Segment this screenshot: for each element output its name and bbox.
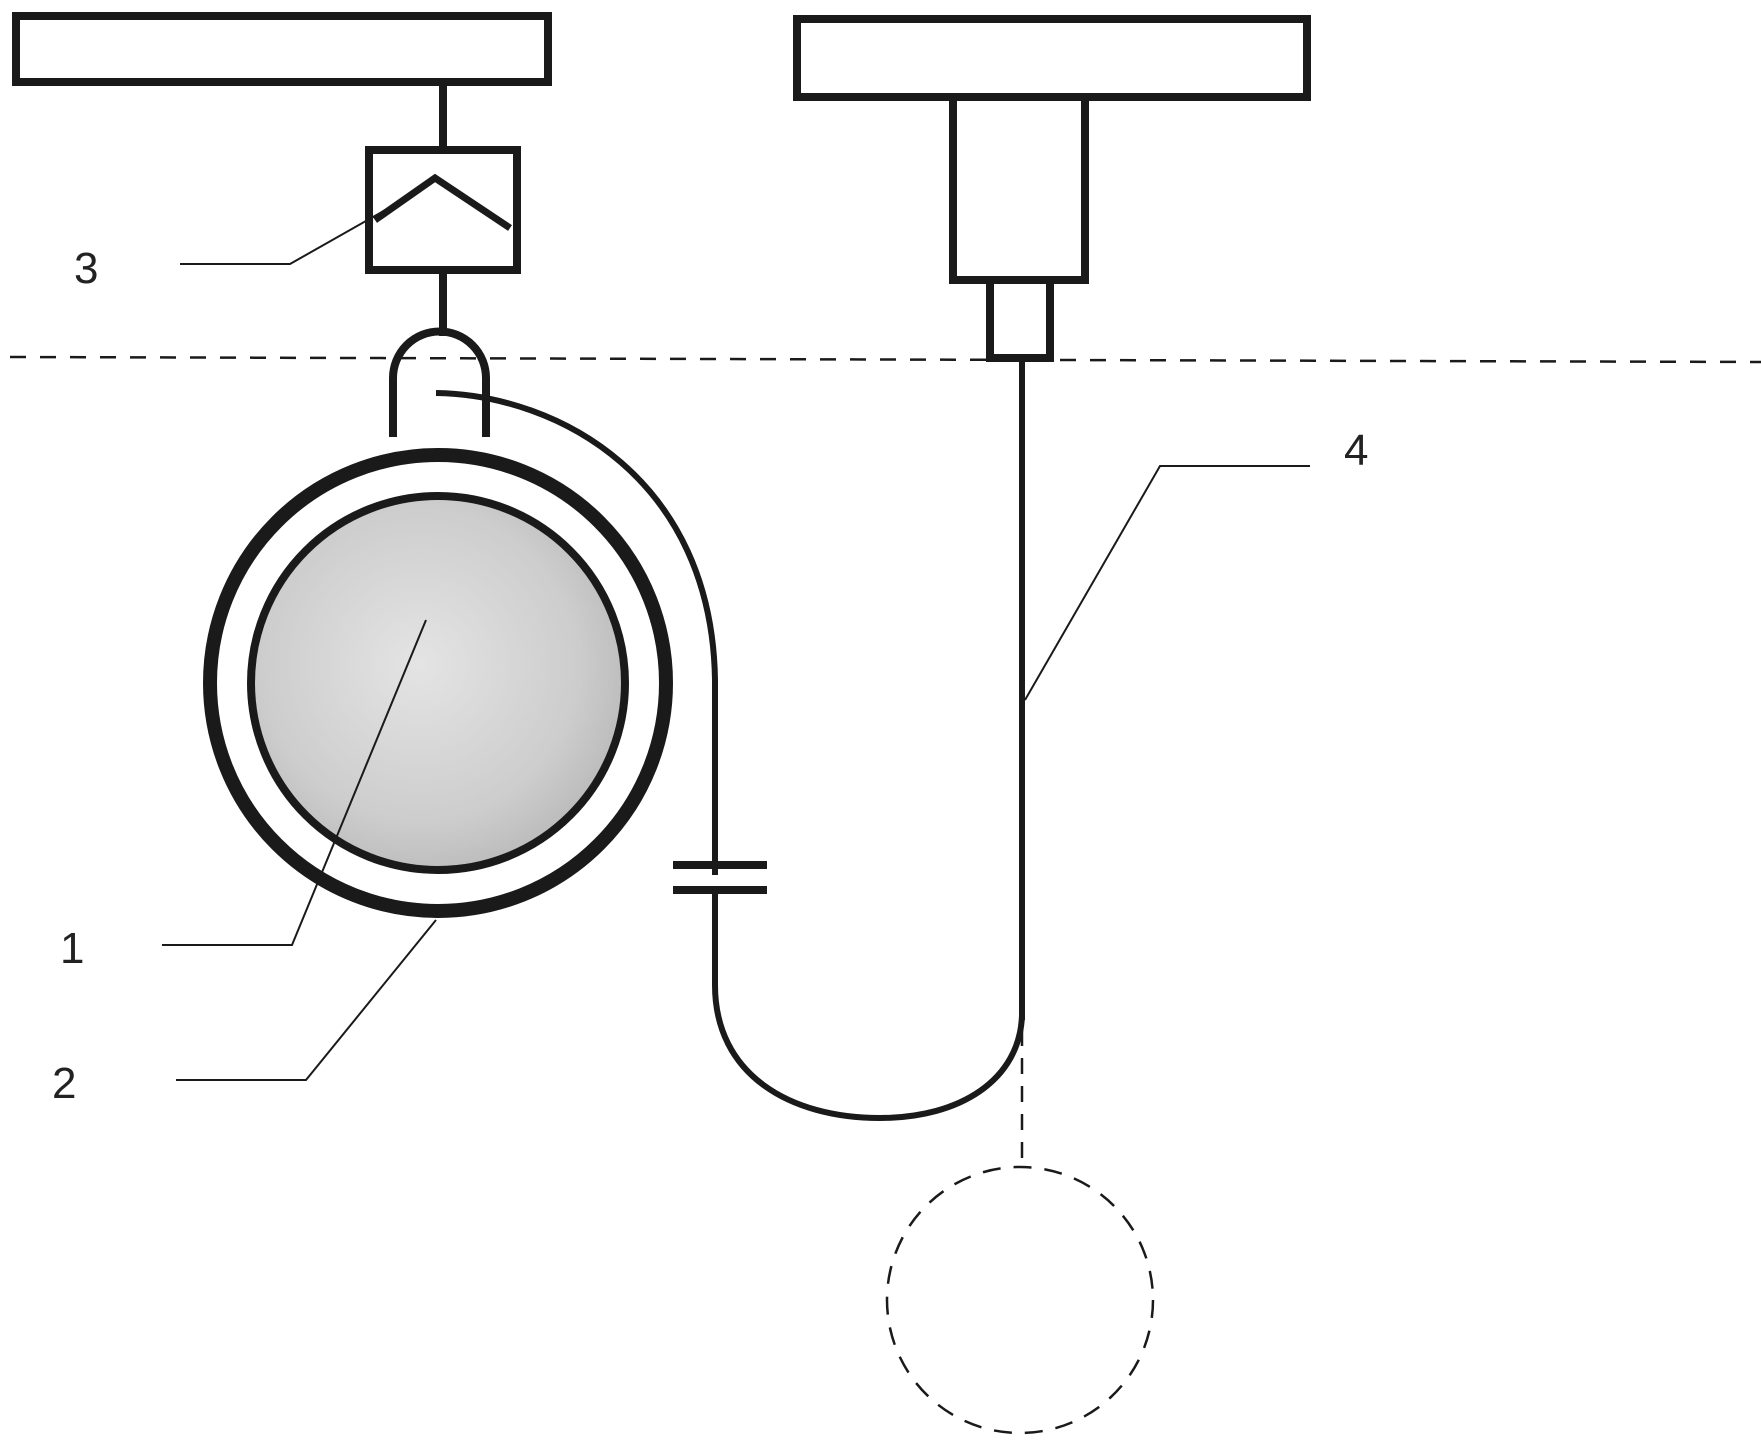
label-2: 2 xyxy=(52,1059,76,1108)
right-hanger-nozzle xyxy=(986,276,1054,362)
reference-dashed-line xyxy=(9,355,1761,364)
right-hanger-body xyxy=(949,93,1089,284)
label-4: 4 xyxy=(1344,426,1368,475)
sensor-cable xyxy=(435,390,718,875)
leader-line-2 xyxy=(176,919,437,1081)
label-3: 3 xyxy=(74,244,98,293)
leader-line-3 xyxy=(180,195,411,265)
leader-line-4 xyxy=(1024,465,1310,701)
left-ceiling-beam xyxy=(12,12,552,86)
inner-pipe-content xyxy=(247,492,629,874)
dashed-alternate-circle xyxy=(885,1165,1155,1435)
spring-zigzag xyxy=(372,173,512,231)
right-ceiling-beam xyxy=(793,15,1311,101)
label-1: 1 xyxy=(60,924,84,973)
outer-pipe-wall xyxy=(203,448,673,918)
sensor-cable-lower xyxy=(712,890,1025,1122)
leader-line-1 xyxy=(162,619,427,946)
pipe-clamp-loop xyxy=(389,327,490,437)
